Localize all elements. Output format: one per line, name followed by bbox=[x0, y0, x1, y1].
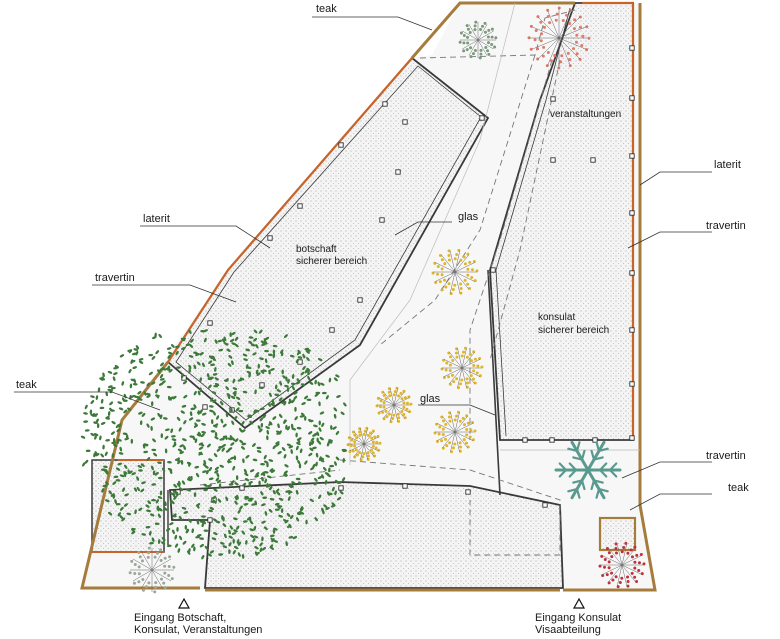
leader-lines bbox=[14, 16, 712, 511]
wall-post bbox=[338, 485, 344, 491]
wall-post bbox=[542, 502, 548, 508]
wall-post bbox=[259, 382, 265, 388]
yellow-tree bbox=[440, 346, 484, 390]
yellow-tree bbox=[346, 426, 382, 462]
label-entrance-left-sub: Konsulat, Veranstaltungen bbox=[134, 624, 262, 636]
wall-post bbox=[479, 115, 485, 121]
konsulat-inner-wall bbox=[495, 7, 571, 437]
wall-post bbox=[202, 404, 208, 410]
label-glas-lower: glas bbox=[420, 393, 441, 405]
wall-post bbox=[550, 96, 556, 102]
coral-tree bbox=[527, 6, 591, 70]
wall-post bbox=[629, 270, 635, 276]
entrance-left-triangle-icon bbox=[177, 597, 191, 609]
wall-post bbox=[522, 437, 528, 443]
label-travertin-left: travertin bbox=[95, 272, 135, 284]
wall-post bbox=[490, 267, 496, 273]
corridor-wall bbox=[487, 269, 501, 496]
wall-post bbox=[338, 142, 344, 148]
teak-fence-top bbox=[410, 1, 575, 59]
green-canopy-tree bbox=[80, 329, 348, 560]
label-travertin-right: travertin bbox=[706, 220, 746, 232]
entrance-right-triangle-icon bbox=[572, 597, 586, 609]
teak-fence-right bbox=[563, 3, 657, 592]
wall-post bbox=[239, 485, 245, 491]
label-laterit-right: laterit bbox=[714, 159, 741, 171]
label-entrance-right: Eingang Konsulat bbox=[535, 612, 621, 624]
label-teak-right: teak bbox=[728, 482, 749, 494]
label-travertin-right-lower: travertin bbox=[706, 450, 746, 462]
grey-tree bbox=[458, 20, 498, 60]
wall-post bbox=[207, 320, 213, 326]
wall-post bbox=[379, 217, 385, 223]
teak-fence-left bbox=[80, 361, 200, 590]
grey-tree-bottom bbox=[128, 546, 176, 594]
wall-post bbox=[357, 297, 363, 303]
yellow-tree bbox=[431, 248, 479, 296]
label-glas-upper: glas bbox=[458, 211, 479, 223]
label-konsulat-sub: sicherer bereich bbox=[538, 325, 609, 336]
yellow-tree bbox=[433, 410, 477, 454]
wall-post bbox=[629, 435, 635, 441]
label-botschaft: botschaft bbox=[296, 244, 337, 255]
wall-post bbox=[395, 169, 401, 175]
yellow-tree bbox=[375, 386, 413, 424]
label-laterit-left: laterit bbox=[143, 213, 170, 225]
laterite-wall-left bbox=[167, 57, 413, 363]
label-teak-left: teak bbox=[16, 379, 37, 391]
wall-post bbox=[465, 489, 471, 495]
label-konsulat: konsulat bbox=[538, 312, 575, 323]
wall-post bbox=[382, 101, 388, 107]
wall-post bbox=[629, 153, 635, 159]
wall-post bbox=[592, 437, 598, 443]
wall-post bbox=[629, 95, 635, 101]
wall-post bbox=[629, 327, 635, 333]
wall-post bbox=[549, 437, 555, 443]
wall-post bbox=[297, 203, 303, 209]
wall-post bbox=[629, 210, 635, 216]
wall-post bbox=[207, 517, 213, 523]
label-teak-top: teak bbox=[316, 3, 337, 15]
lower-building bbox=[169, 481, 564, 589]
wall-post bbox=[329, 327, 335, 333]
label-botschaft-sub: sicherer bereich bbox=[296, 256, 367, 267]
label-veranstaltungen: veranstaltungen bbox=[550, 109, 621, 120]
teak-pavilion-right bbox=[598, 516, 637, 552]
trees bbox=[80, 6, 646, 594]
red-tree bbox=[598, 541, 646, 589]
wall-post bbox=[629, 381, 635, 387]
left-pavilion bbox=[91, 459, 165, 553]
label-entrance-left: Eingang Botschaft, bbox=[134, 612, 226, 624]
label-entrance-right-sub: Visaabteilung bbox=[535, 624, 601, 636]
wall-post bbox=[590, 157, 596, 163]
wall-post bbox=[550, 157, 556, 163]
teal-tree bbox=[554, 440, 622, 500]
wall-post bbox=[402, 483, 408, 489]
wall-post bbox=[402, 119, 408, 125]
wall-post bbox=[267, 235, 273, 241]
wall-post bbox=[629, 45, 635, 51]
